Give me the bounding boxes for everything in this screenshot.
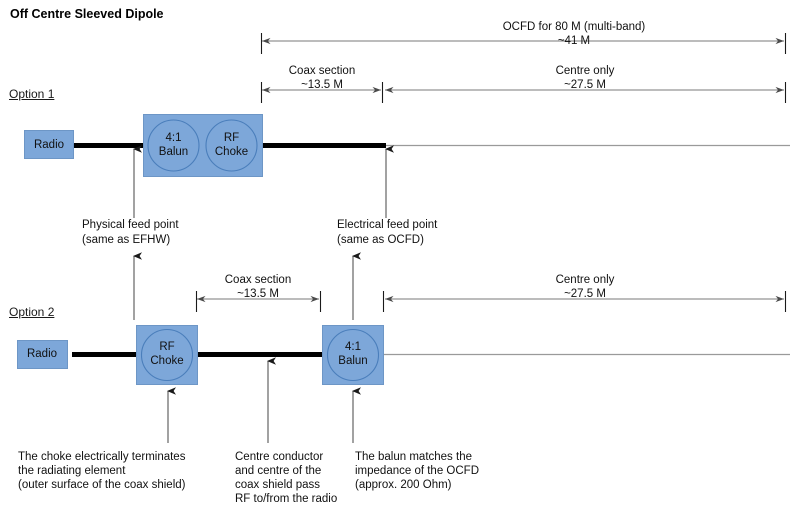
choke-label-option2-line1: RF xyxy=(159,341,175,353)
dimension-overall-ocfd xyxy=(260,33,787,54)
choke-enclosure-option2 xyxy=(136,325,198,385)
choke-label-option1-line1: RF xyxy=(223,132,240,144)
choke-note-line1: The choke electrically terminates xyxy=(18,451,186,463)
page-title: Off Centre Sleeved Dipole xyxy=(10,7,164,21)
centre-conductor-note-line1: Centre conductor xyxy=(235,451,324,463)
balun-note-line3: (approx. 200 Ohm) xyxy=(355,479,452,491)
dimension-centre-top-label-line2: ~27.5 M xyxy=(564,79,606,91)
choke-note-line3: (outer surface of the coax shield) xyxy=(18,479,186,491)
dimension-centre-bottom-label-line2: ~27.5 M xyxy=(564,288,606,300)
balun-circle-option1 xyxy=(147,119,200,172)
balun-note-line1: The balun matches the xyxy=(355,451,472,463)
choke-label-option1-line2: Choke xyxy=(214,146,249,158)
electrical-feed-note-line1: Electrical feed point xyxy=(337,219,438,231)
dimension-centre-bottom-label-line1: Centre only xyxy=(555,274,615,286)
choke-circle-option1 xyxy=(205,119,258,172)
dimension-overall-label-line2: ~41 M xyxy=(557,35,591,47)
dimension-coax-top xyxy=(260,82,384,103)
balun-note-line2: impedance of the OCFD xyxy=(355,465,480,477)
balun-label-option2-line1: 4:1 xyxy=(345,341,361,353)
dimension-centre-top xyxy=(385,82,787,103)
radio-label-option2: Radio xyxy=(26,348,58,360)
dimension-coax-top-label-line2: ~13.5 M xyxy=(301,79,343,91)
option1-label: Option 1 xyxy=(9,87,55,101)
component-group-option1[interactable] xyxy=(143,114,263,177)
choke-label-option2-line2: Choke xyxy=(150,355,184,367)
component-enclosure-option1 xyxy=(143,114,263,177)
electrical-feed-note-line2: (same as OCFD) xyxy=(337,234,424,246)
dimension-centre-top-label-line1: Centre only xyxy=(555,65,615,77)
dimension-coax-bottom xyxy=(195,291,322,312)
dimension-coax-top-label-line1: Coax section xyxy=(288,65,356,77)
centre-conductor-note-line4: RF to/from the radio xyxy=(235,493,338,505)
radio-box-option2[interactable] xyxy=(17,340,68,369)
balun-circle-option2 xyxy=(326,328,380,382)
option2-label: Option 2 xyxy=(9,305,55,319)
physical-feed-note-line1: Physical feed point xyxy=(82,219,179,231)
dimension-overall-label-line1: OCFD for 80 M (multi-band) xyxy=(502,21,646,33)
choke-note-line2: the radiating element xyxy=(18,465,126,477)
balun-label-option1-line2: Balun xyxy=(158,146,189,158)
balun-enclosure-option2 xyxy=(322,325,384,385)
balun-label-option2-line2: Balun xyxy=(338,355,368,367)
choke-component-option2[interactable] xyxy=(136,325,198,385)
dimension-centre-bottom xyxy=(382,291,787,312)
balun-label-option1-line1: 4:1 xyxy=(165,132,182,144)
balun-component-option2[interactable] xyxy=(322,325,384,385)
dimension-coax-bottom-label-line1: Coax section xyxy=(224,274,292,286)
physical-feed-note-line2: (same as EFHW) xyxy=(82,234,171,246)
centre-conductor-note-line3: coax shield pass xyxy=(235,479,321,491)
choke-circle-option2 xyxy=(140,328,194,382)
centre-conductor-note-line2: and centre of the xyxy=(235,465,322,477)
dimension-coax-bottom-label-line2: ~13.5 M xyxy=(237,288,279,300)
radio-box-option1[interactable] xyxy=(24,130,74,159)
radio-label-option1: Radio xyxy=(33,139,65,151)
